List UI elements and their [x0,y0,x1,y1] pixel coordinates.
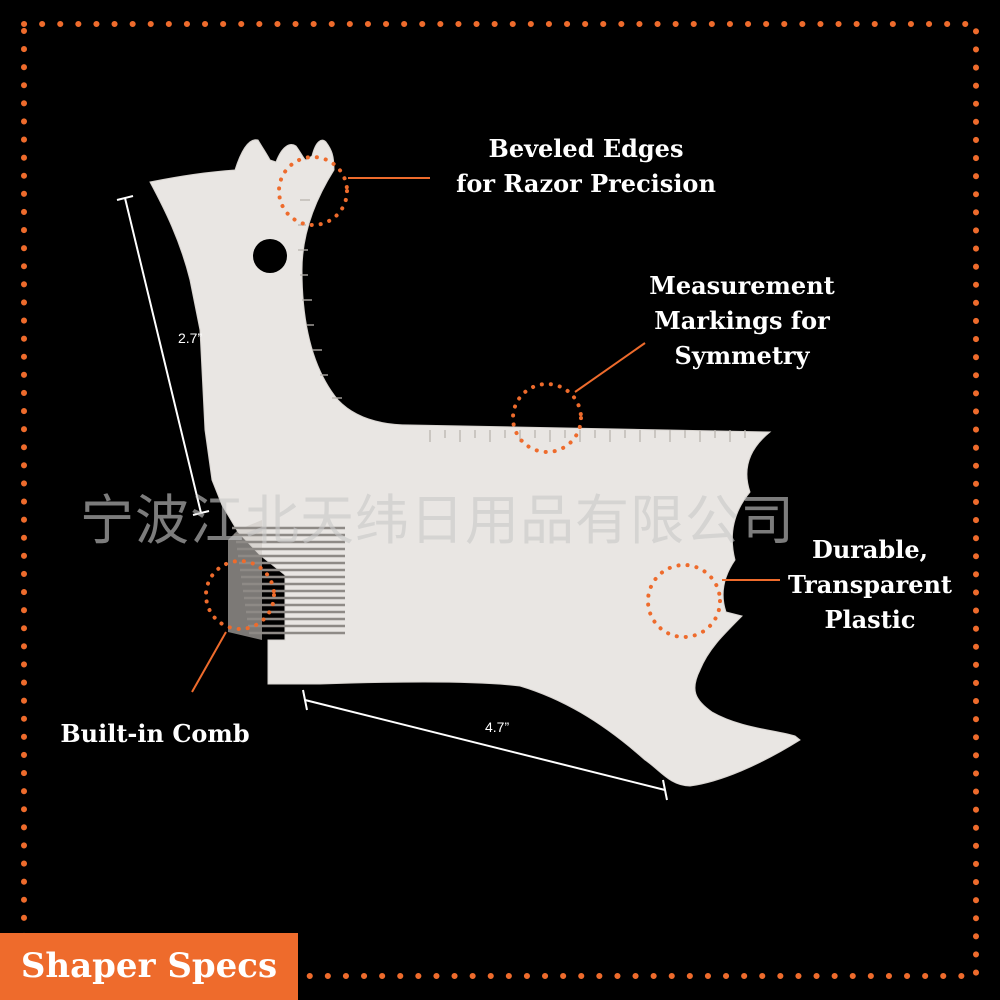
hanging-hole [253,239,287,273]
callout-line: Plastic [824,605,916,634]
dotted-circle-icon [646,563,722,639]
callout-built-in-comb: Built-in Comb [40,716,270,751]
callout-line: Markings for [654,306,830,335]
callout-line: Measurement [649,271,835,300]
leader-line [574,342,646,393]
dotted-circle-icon [511,382,583,454]
dotted-border [21,21,979,979]
hotspot-durable [646,563,780,639]
hotspot-measurement [511,342,646,454]
callout-beveled-edges: Beveled Edges for Razor Precision [436,131,736,201]
brand-tab-label: Shaper Specs [0,933,298,1000]
dotted-circle-icon [204,559,276,631]
callout-line: for Razor Precision [456,169,716,198]
width-dimension-label: 4.7” [485,719,510,735]
callout-durable-plastic: Durable, Transparent Plastic [770,532,970,637]
callout-line: Transparent [787,570,953,599]
callout-line: Beveled Edges [488,134,684,163]
beard-shaper-tool-image [149,139,801,787]
dimension-line-height [116,195,210,516]
comb-teeth-icon [232,526,345,635]
callout-line: Built-in Comb [60,719,250,748]
callout-measurement-markings: Measurement Markings for Symmetry [622,268,862,373]
dimension-line-width [302,689,668,801]
callout-line: Durable, [812,535,928,564]
hotspot-comb [191,559,276,693]
callout-line: Symmetry [674,341,810,370]
watermark-text: 宁波江北天纬日用品有限公司 [80,489,795,552]
dotted-circle-icon [277,155,349,227]
leader-line [191,631,227,693]
height-dimension-label: 2.7” [178,330,203,346]
hotspot-beveled [277,155,430,227]
